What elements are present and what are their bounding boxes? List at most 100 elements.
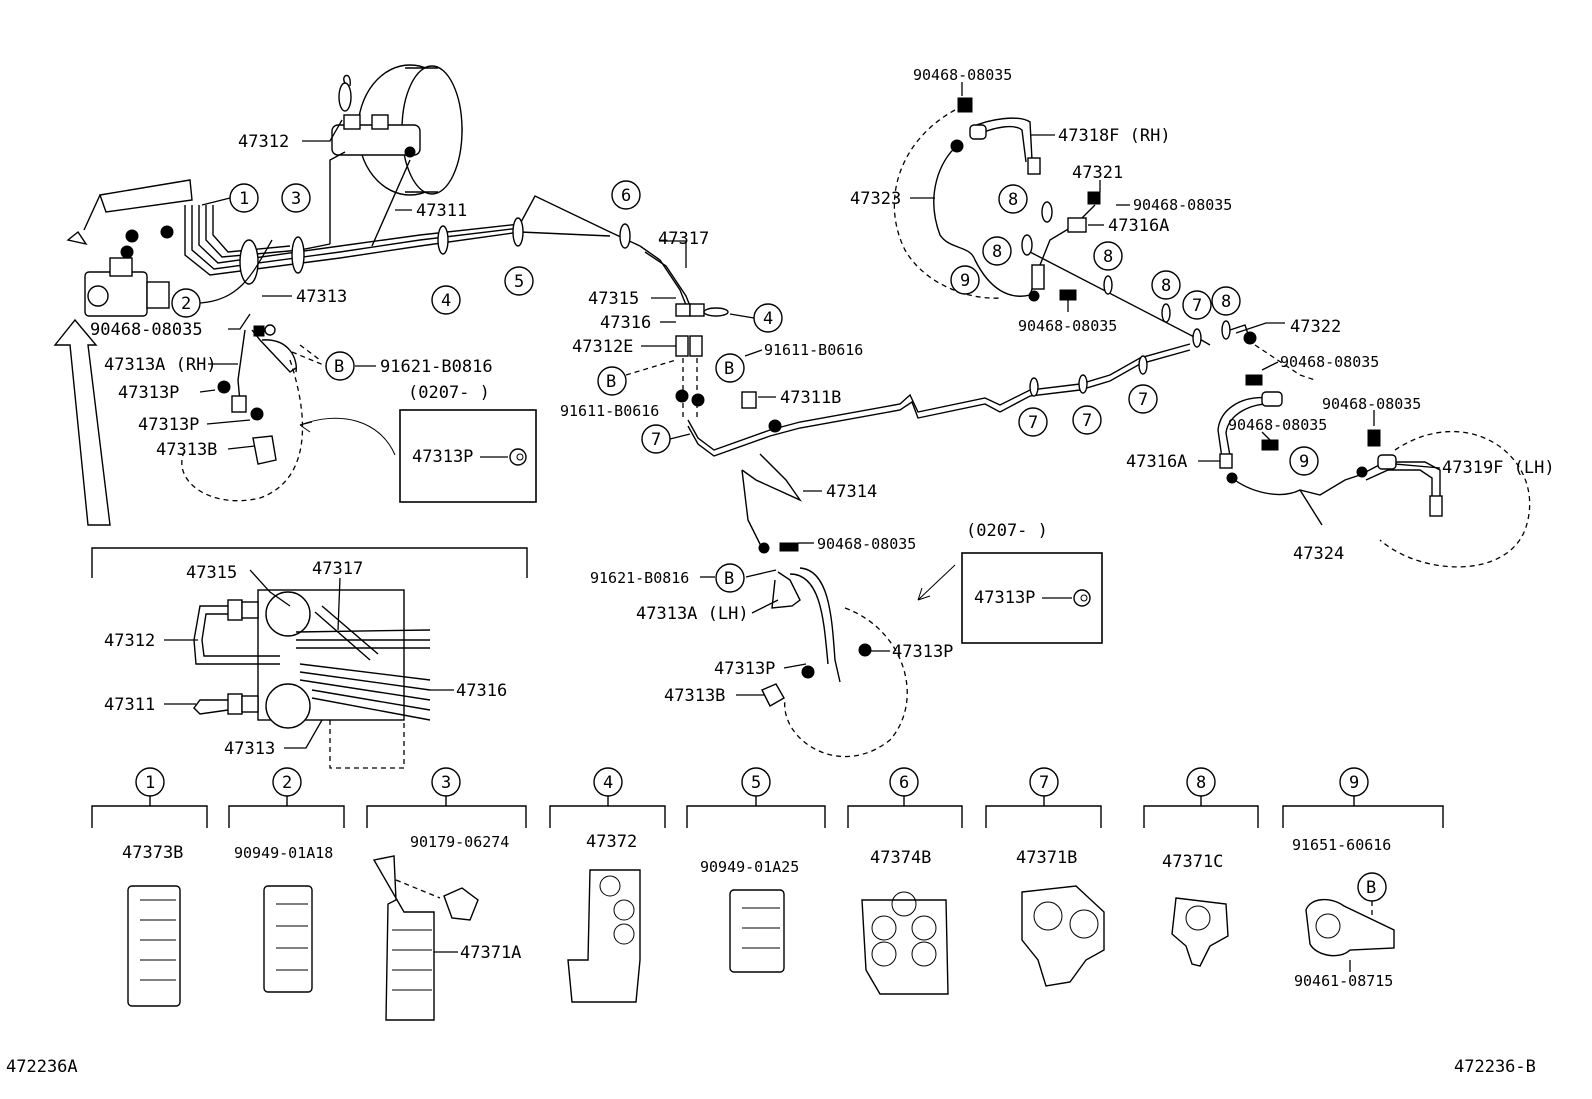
label-90468-g: 90468-08035 (1228, 416, 1327, 434)
direction-arrow (53, 318, 111, 526)
figure-code-left: 472236A (6, 1057, 78, 1077)
clamp-4-number: 4 (603, 773, 613, 793)
label-47313: 47313 (296, 287, 347, 307)
callout-b: B (334, 357, 344, 377)
clamp-6-number: 6 (899, 773, 909, 793)
callout-b: B (606, 372, 616, 392)
label-47316A-2: 47316A (1126, 452, 1187, 472)
label-47311: 47311 (416, 201, 467, 221)
inset-part: 47313P (412, 447, 473, 467)
clamp-4-marker: 4 (763, 309, 773, 329)
figure-code-right: 472236-B (1454, 1057, 1536, 1077)
label-47316A-1: 47316A (1108, 216, 1169, 236)
detail-label-47312: 47312 (104, 631, 155, 651)
label-47324: 47324 (1293, 544, 1344, 564)
label-90468-c: 90468-08035 (1133, 196, 1232, 214)
clamp-4-part: 47372 (586, 832, 637, 852)
clamp-8-number: 8 (1196, 773, 1206, 793)
clamp-1-marker: 1 (239, 189, 249, 209)
label-47313P-3: 47313P (714, 659, 775, 679)
clamp-9-part-a: 91651-60616 (1292, 836, 1391, 854)
clamp-2-marker: 2 (181, 294, 191, 314)
label-47312E: 47312E (572, 337, 633, 357)
clamp-6-part: 47374B (870, 848, 931, 868)
detail-label-47317: 47317 (312, 559, 363, 579)
clamp-7-part: 47371B (1016, 848, 1077, 868)
label-91621-b: 91621-B0816 (590, 569, 689, 587)
detail-label-47316: 47316 (456, 681, 507, 701)
label-90468-a: 90468-08035 (90, 320, 203, 340)
inset-part: 47313P (974, 588, 1035, 608)
clamp-8-marker: 8 (1103, 247, 1113, 267)
clamp-7-marker: 7 (1082, 411, 1092, 431)
clamp-5-part: 90949-01A25 (700, 858, 799, 876)
label-47314: 47314 (826, 482, 877, 502)
abs-actuator (66, 179, 193, 317)
rear-pipe-section (893, 97, 1531, 568)
inset-range: (0207- ) (966, 521, 1048, 541)
inset-box-rh: (0207- ) 47313P (399, 383, 537, 503)
label-90468-top: 90468-08035 (913, 66, 1012, 84)
label-47313B: 47313B (156, 440, 217, 460)
clamp-7-number: 7 (1039, 773, 1049, 793)
label-47321: 47321 (1072, 163, 1123, 183)
label-47311B: 47311B (780, 388, 841, 408)
clamp-1-number: 1 (145, 773, 155, 793)
clamp-7-marker: 7 (1192, 296, 1202, 316)
label-91611-b: 91611-B0616 (560, 402, 659, 420)
label-47323: 47323 (850, 189, 901, 209)
label-90468-d: 90468-08035 (1018, 317, 1117, 335)
clamp-3-part-a: 90179-06274 (410, 833, 509, 851)
clamp-5-marker: 5 (514, 272, 524, 292)
clamp-7-marker: 7 (1028, 413, 1038, 433)
label-90468-f: 90468-08035 (1322, 395, 1421, 413)
label-47313A-rh: 47313A (RH) (104, 355, 217, 375)
label-47317: 47317 (658, 229, 709, 249)
rh-front-hose (181, 324, 396, 502)
clamp-1-part: 47373B (122, 843, 183, 863)
clamp-4-marker: 4 (441, 291, 451, 311)
clamp-3-number: 3 (441, 773, 451, 793)
main-pipe-bundle (184, 151, 641, 285)
callout-b: B (724, 569, 734, 589)
clamp-parts-row: 1 47373B 2 90949-01A18 3 90179-06274 473… (91, 767, 1444, 1021)
label-47322: 47322 (1290, 317, 1341, 337)
label-47315: 47315 (588, 289, 639, 309)
clamp-7-marker: 7 (1138, 390, 1148, 410)
detail-view: 47315 47317 47312 47311 47316 47313 (91, 547, 528, 769)
label-91611-a: 91611-B0616 (764, 341, 863, 359)
clamp-9-part-b: 90461-08715 (1294, 972, 1393, 990)
label-47313P-2: 47313P (138, 415, 199, 435)
label-47313P-1: 47313P (118, 383, 179, 403)
part-labels: 47312 47311 47313 90468-08035 47313A (RH… (90, 66, 1555, 706)
clamp-8-marker: 8 (992, 242, 1002, 262)
clamp-2-number: 2 (282, 773, 292, 793)
clamp-3-part-b: 47371A (460, 943, 521, 963)
clamp-3-marker: 3 (291, 189, 301, 209)
clamp-2-part: 90949-01A18 (234, 844, 333, 862)
clamp-8-marker: 8 (1221, 292, 1231, 312)
label-47313P-4: 47313P (892, 642, 953, 662)
clamp-8-marker: 8 (1008, 190, 1018, 210)
callout-b-markers: B B B B (325, 351, 745, 593)
label-91621-a: 91621-B0816 (380, 357, 493, 377)
clamp-9-marker: 9 (1299, 452, 1309, 472)
label-47316: 47316 (600, 313, 651, 333)
center-pipe-section (639, 245, 1191, 758)
label-47313B-2: 47313B (664, 686, 725, 706)
callout-b: B (724, 359, 734, 379)
clamp-5-number: 5 (751, 773, 761, 793)
clamp-9-number: 9 (1349, 773, 1359, 793)
detail-label-47311: 47311 (104, 695, 155, 715)
detail-label-47313: 47313 (224, 739, 275, 759)
detail-label-47315: 47315 (186, 563, 237, 583)
clamp-7-marker: 7 (651, 430, 661, 450)
inset-range: (0207- ) (408, 383, 490, 403)
label-90468-b: 90468-08035 (817, 535, 916, 553)
clamp-8-marker: 8 (1161, 276, 1171, 296)
clamp-markers: 1 2 3 4 5 6 4 7 7 7 7 7 8 8 8 8 8 9 9 (171, 180, 1319, 476)
label-47319F: 47319F (LH) (1442, 458, 1555, 478)
callout-b: B (1366, 878, 1376, 898)
clamp-8-part: 47371C (1162, 852, 1223, 872)
